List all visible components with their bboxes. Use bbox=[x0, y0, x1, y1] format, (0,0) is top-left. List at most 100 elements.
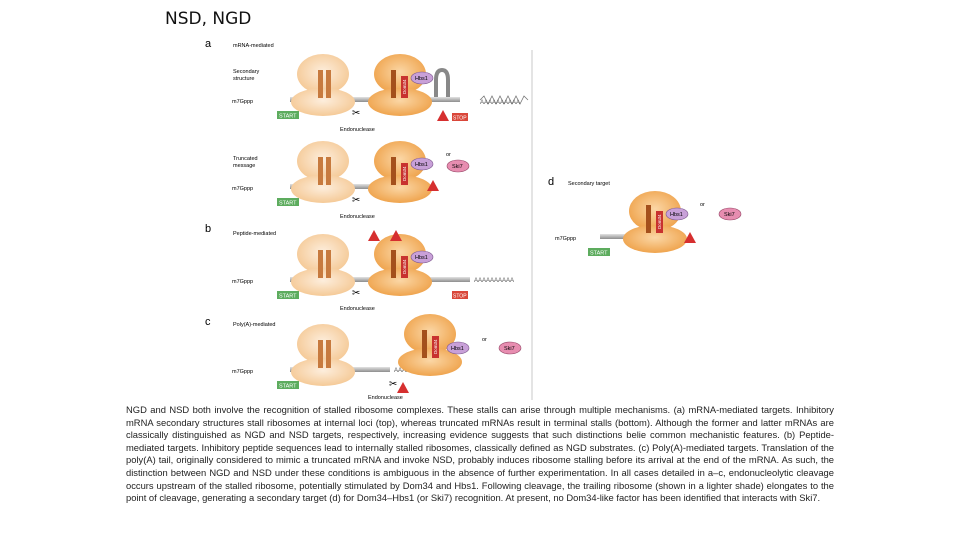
stall-warning-icon bbox=[427, 180, 439, 191]
trna bbox=[391, 157, 396, 185]
dom34-label: Dom34 bbox=[402, 166, 407, 181]
panel-c-letter: c bbox=[205, 316, 211, 328]
hbs1-factor bbox=[446, 341, 470, 355]
stalled-ribosome bbox=[368, 141, 432, 203]
trna bbox=[401, 256, 408, 278]
dom34-label: Dom34 bbox=[402, 79, 407, 94]
stalled-ribosome bbox=[623, 191, 687, 253]
dom34-label: Dom34 bbox=[657, 214, 662, 229]
start-label: START bbox=[279, 294, 297, 300]
trna bbox=[318, 70, 323, 98]
start-label: START bbox=[279, 384, 297, 390]
scissors-icon: ✂ bbox=[352, 195, 360, 206]
stall-warning-icon bbox=[368, 230, 380, 241]
stall-warning-icon bbox=[437, 110, 449, 121]
trna bbox=[326, 70, 331, 98]
panel-a-row2-label-2: message bbox=[233, 163, 255, 169]
start-label: START bbox=[279, 114, 297, 120]
or-label: or bbox=[700, 202, 705, 208]
trna bbox=[318, 250, 323, 278]
hbs1-factor bbox=[410, 71, 434, 85]
panel-b-poly-text: AAAAAAAAAA bbox=[474, 278, 514, 284]
panel-a-row2-label-1: Truncated bbox=[233, 156, 258, 162]
dom34-label: Dom34 bbox=[402, 259, 407, 274]
dom34-label: Dom34 bbox=[433, 339, 438, 354]
trna bbox=[656, 211, 663, 233]
stalled-ribosome-figure: a mRNA-mediated Secondary structure m7Gp… bbox=[205, 38, 742, 401]
panel-a-row1-polya bbox=[479, 95, 529, 105]
panel-a-row2-cap: m7Gppp bbox=[232, 186, 253, 192]
panel-c-heading: Poly(A)-mediated bbox=[233, 322, 276, 328]
panel-d-cap: m7Gppp bbox=[555, 236, 576, 242]
page-title: NSD, NGD bbox=[165, 9, 252, 29]
hbs1-label: Hbs1 bbox=[670, 212, 683, 218]
panel-a-row1-cap: m7Gppp bbox=[232, 99, 253, 105]
endonuclease-label: Endonuclease bbox=[340, 127, 375, 133]
hbs1-factor bbox=[410, 250, 434, 264]
caption-text: NGD and NSD both involve the recognition… bbox=[126, 404, 834, 504]
panel-a-row1-poly-text: AAAAAAAAAA bbox=[480, 100, 520, 106]
panel-c-cap: m7Gppp bbox=[232, 369, 253, 375]
ski7-label: Ski7 bbox=[504, 346, 515, 352]
trna bbox=[326, 250, 331, 278]
trna bbox=[326, 340, 331, 368]
trna bbox=[318, 157, 323, 185]
trna bbox=[401, 76, 408, 98]
hbs1-factor bbox=[665, 207, 689, 221]
or-label: or bbox=[446, 152, 451, 158]
scissors-icon: ✂ bbox=[352, 108, 360, 119]
panel-b-letter: b bbox=[205, 223, 211, 235]
stop-codon-box bbox=[452, 113, 468, 121]
panel-d-heading: Secondary target bbox=[568, 181, 610, 187]
stall-warning-icon bbox=[684, 232, 696, 243]
panel-b-cap: m7Gppp bbox=[232, 279, 253, 285]
stop-codon-box bbox=[452, 291, 468, 299]
stalled-ribosome bbox=[368, 54, 432, 116]
start-codon-box bbox=[588, 248, 610, 256]
panel-b-heading: Peptide-mediated bbox=[233, 231, 276, 237]
trna bbox=[318, 340, 323, 368]
figure-caption: NGD and NSD both involve the recognition… bbox=[126, 404, 834, 505]
ski7-label: Ski7 bbox=[452, 164, 463, 170]
start-codon-box bbox=[277, 198, 299, 206]
stalled-ribosome bbox=[368, 234, 432, 296]
start-codon-box bbox=[277, 111, 299, 119]
trna bbox=[391, 70, 396, 98]
start-codon-box bbox=[277, 381, 299, 389]
or-label: or bbox=[482, 337, 487, 343]
start-label: START bbox=[590, 251, 608, 257]
ski7-factor bbox=[498, 341, 522, 355]
endonuclease-label: Endonuclease bbox=[340, 214, 375, 220]
scissors-icon: ✂ bbox=[352, 288, 360, 299]
panel-a-letter: a bbox=[205, 38, 212, 50]
stop-label: STOP bbox=[453, 294, 467, 300]
stall-warning-icon bbox=[397, 382, 409, 393]
ski7-label: Ski7 bbox=[724, 212, 735, 218]
endonuclease-label: Endonuclease bbox=[340, 306, 375, 312]
hbs1-label: Hbs1 bbox=[415, 255, 428, 261]
start-label: START bbox=[279, 201, 297, 207]
panel-d-letter: d bbox=[548, 176, 554, 188]
hbs1-label: Hbs1 bbox=[451, 346, 464, 352]
trna bbox=[422, 330, 427, 358]
start-codon-box bbox=[277, 291, 299, 299]
stall-warning-icon bbox=[390, 230, 402, 241]
trna bbox=[391, 250, 396, 278]
hbs1-label: Hbs1 bbox=[415, 76, 428, 82]
scissors-icon: ✂ bbox=[389, 379, 397, 390]
hbs1-factor bbox=[410, 157, 434, 171]
trna bbox=[326, 157, 331, 185]
trna bbox=[646, 205, 651, 233]
trna bbox=[401, 163, 408, 185]
trna bbox=[432, 336, 439, 358]
ski7-factor bbox=[718, 207, 742, 221]
mrna-hairpin bbox=[434, 67, 450, 97]
hbs1-label: Hbs1 bbox=[415, 162, 428, 168]
ski7-factor bbox=[446, 159, 470, 173]
panel-a-row1-label-1: Secondary bbox=[233, 69, 260, 75]
stop-label: STOP bbox=[453, 116, 467, 122]
panel-a-row1-label-2: structure bbox=[233, 76, 254, 82]
endonuclease-label: Endonuclease bbox=[368, 395, 403, 401]
panel-a-heading: mRNA-mediated bbox=[233, 43, 274, 49]
panel-a-row2-mrna bbox=[290, 184, 420, 189]
